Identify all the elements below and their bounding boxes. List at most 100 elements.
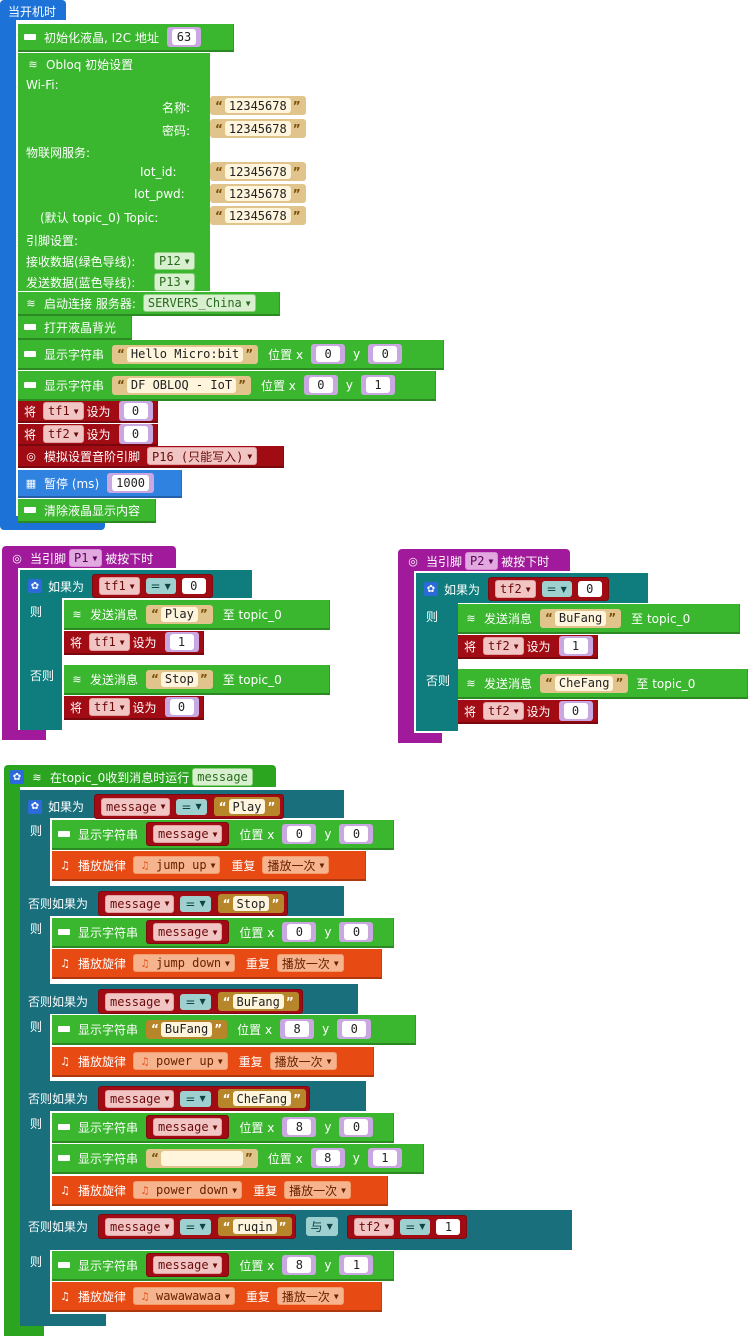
pause-field[interactable]: 1000 xyxy=(112,475,150,491)
var-dropdown[interactable]: tf2▼ xyxy=(353,1217,395,1236)
obloq-setup-block[interactable] xyxy=(18,53,210,291)
send-msg-block[interactable]: ≋ 发送消息 “BuFang” 至 topic_0 xyxy=(458,604,740,634)
var-dropdown[interactable]: tf2▼ xyxy=(483,637,524,655)
x-field[interactable]: 0 xyxy=(287,924,312,940)
start-hat-block[interactable] xyxy=(0,0,66,20)
play-melody-block[interactable]: ♫ 播放旋律 ♫jump up▼ 重复 播放一次▼ xyxy=(52,851,366,881)
msg-field[interactable]: Stop xyxy=(160,671,198,687)
play-melody-block[interactable]: ♫ 播放旋律 ♫wawawawaa▼ 重复 播放一次▼ xyxy=(52,1282,382,1312)
iot-pwd-field[interactable]: 12345678 xyxy=(224,186,291,201)
tx-pin-dropdown[interactable]: P13▼ xyxy=(154,273,195,291)
op-dropdown[interactable]: =▼ xyxy=(400,1218,431,1235)
repeat-dropdown[interactable]: 播放一次▼ xyxy=(276,954,344,972)
op-dropdown[interactable]: =▼ xyxy=(180,895,211,912)
clear-lcd-block[interactable]: 清除液晶显示内容 xyxy=(18,499,156,523)
var-dropdown[interactable]: message▼ xyxy=(105,1089,175,1108)
melody-dropdown[interactable]: ♫jump down▼ xyxy=(133,954,235,972)
pin-dropdown[interactable]: P1▼ xyxy=(69,549,103,567)
var-dropdown[interactable]: tf1▼ xyxy=(89,633,130,651)
message-param[interactable]: message xyxy=(192,768,253,786)
show-string-block[interactable]: 显示字符串 “” 位置 x 8 y 1 xyxy=(52,1144,424,1174)
pwd-field[interactable]: 12345678 xyxy=(224,121,291,136)
pause-block[interactable]: ▦ 暂停 (ms) 1000 xyxy=(18,470,182,498)
show-string-block[interactable]: 显示字符串 message▼ 位置 x 8 y 1 xyxy=(52,1251,394,1281)
show-string-block-2[interactable]: 显示字符串 “DF OBLOQ - IoT” 位置 x 0 y 1 xyxy=(18,371,436,401)
var-dropdown[interactable]: tf2▼ xyxy=(495,580,536,598)
x-field[interactable]: 8 xyxy=(285,1021,310,1037)
var-dropdown[interactable]: tf1▼ xyxy=(43,402,84,420)
show-string-block[interactable]: 显示字符串 message▼ 位置 x 0 y 0 xyxy=(52,918,394,948)
set-var-block[interactable]: 将 tf1▼ 设为 1 xyxy=(64,631,204,655)
var-dropdown[interactable]: message▼ xyxy=(153,1256,223,1274)
var-dropdown[interactable]: tf2▼ xyxy=(483,702,524,720)
y-field[interactable]: 0 xyxy=(344,826,369,842)
show-text-field[interactable]: Hello Micro:bit xyxy=(126,346,244,362)
compare-string-field[interactable]: CheFang xyxy=(232,1091,292,1106)
y-field[interactable]: 0 xyxy=(373,346,398,362)
y-field[interactable]: 0 xyxy=(342,1021,367,1037)
y-field[interactable]: 1 xyxy=(344,1257,369,1273)
op-dropdown[interactable]: =▼ xyxy=(145,578,176,594)
topic-field[interactable]: 12345678 xyxy=(224,208,291,223)
var-dropdown[interactable]: message▼ xyxy=(153,923,223,941)
var-dropdown[interactable]: message▼ xyxy=(105,992,175,1011)
send-msg-block[interactable]: ≋ 发送消息 “CheFang” 至 topic_0 xyxy=(458,669,748,699)
msg-field[interactable]: Play xyxy=(160,606,198,622)
compare-string-field[interactable]: Play xyxy=(228,799,266,814)
play-melody-block[interactable]: ♫ 播放旋律 ♫power down▼ 重复 播放一次▼ xyxy=(52,1176,388,1206)
var-dropdown[interactable]: message▼ xyxy=(105,894,175,913)
var-dropdown[interactable]: message▼ xyxy=(153,825,223,843)
name-field[interactable]: 12345678 xyxy=(224,98,291,113)
x-field[interactable]: 8 xyxy=(287,1119,312,1135)
set-var-block[interactable]: 将 tf1▼ 设为 0 xyxy=(64,696,204,720)
x-field[interactable]: 8 xyxy=(315,1150,340,1166)
pin-dropdown[interactable]: P2▼ xyxy=(465,552,499,570)
server-dropdown[interactable]: SERVERS_China▼ xyxy=(142,294,256,312)
repeat-dropdown[interactable]: 播放一次▼ xyxy=(269,1052,337,1070)
repeat-dropdown[interactable]: 播放一次▼ xyxy=(262,856,330,874)
set-var-block[interactable]: 将 tf2▼ 设为 0 xyxy=(458,700,598,724)
op-dropdown[interactable]: =▼ xyxy=(180,993,211,1010)
backlight-block[interactable]: 打开液晶背光 xyxy=(18,316,132,340)
x-field[interactable]: 0 xyxy=(287,826,312,842)
x-field[interactable]: 0 xyxy=(316,346,341,362)
set-tf1-block[interactable]: 将 tf1▼ 设为 0 xyxy=(18,401,158,423)
show-text-field[interactable]: BuFang xyxy=(160,1021,213,1037)
compare-string-field[interactable]: BuFang xyxy=(232,994,284,1009)
send-msg-block[interactable]: ≋ 发送消息 “Stop” 至 topic_0 xyxy=(64,665,330,695)
x-field[interactable]: 8 xyxy=(287,1257,312,1273)
x-field[interactable]: 0 xyxy=(308,377,333,393)
compare-string-field[interactable]: Stop xyxy=(232,896,270,911)
i2c-address-field[interactable]: 63 xyxy=(172,29,196,45)
y-field[interactable]: 0 xyxy=(344,924,369,940)
value-field[interactable]: 0 xyxy=(563,703,588,719)
compare-value-field[interactable]: 0 xyxy=(577,581,602,597)
value-field[interactable]: 0 xyxy=(123,403,148,419)
msg-field[interactable]: CheFang xyxy=(554,675,614,691)
iot-id-field[interactable]: 12345678 xyxy=(224,164,291,179)
op-dropdown[interactable]: =▼ xyxy=(541,581,572,597)
show-string-block[interactable]: 显示字符串 message▼ 位置 x 8 y 0 xyxy=(52,1113,394,1143)
show-text-field[interactable]: DF OBLOQ - IoT xyxy=(126,377,237,393)
value-field[interactable]: 0 xyxy=(123,426,148,442)
lcd-init-block[interactable]: 初始化液晶, I2C 地址 63 xyxy=(18,24,234,52)
value-field[interactable]: 0 xyxy=(169,699,194,715)
show-string-block[interactable]: 显示字符串 “BuFang” 位置 x 8 y 0 xyxy=(52,1015,416,1045)
show-text-field[interactable] xyxy=(160,1150,243,1166)
show-string-block[interactable]: 显示字符串 message▼ 位置 x 0 y 0 xyxy=(52,820,394,850)
op-dropdown[interactable]: =▼ xyxy=(180,1090,211,1107)
show-string-block-1[interactable]: 显示字符串 “Hello Micro:bit” 位置 x 0 y 0 xyxy=(18,340,444,370)
var-dropdown[interactable]: message▼ xyxy=(153,1118,223,1136)
var-dropdown[interactable]: message▼ xyxy=(105,1217,175,1236)
compare-value-field[interactable]: 1 xyxy=(436,1218,461,1235)
compare-string-field[interactable]: ruqin xyxy=(232,1219,277,1234)
send-msg-block[interactable]: ≋ 发送消息 “Play” 至 topic_0 xyxy=(64,600,330,630)
repeat-dropdown[interactable]: 播放一次▼ xyxy=(284,1181,351,1199)
set-var-block[interactable]: 将 tf2▼ 设为 1 xyxy=(458,635,598,659)
value-field[interactable]: 1 xyxy=(169,634,194,650)
set-tf2-block[interactable]: 将 tf2▼ 设为 0 xyxy=(18,424,158,446)
connect-block[interactable]: ≋ 启动连接 服务器: SERVERS_China▼ xyxy=(18,292,280,316)
msg-field[interactable]: BuFang xyxy=(554,610,607,626)
melody-dropdown[interactable]: ♫power up▼ xyxy=(133,1052,228,1070)
melody-dropdown[interactable]: ♫wawawawaa▼ xyxy=(133,1287,235,1305)
